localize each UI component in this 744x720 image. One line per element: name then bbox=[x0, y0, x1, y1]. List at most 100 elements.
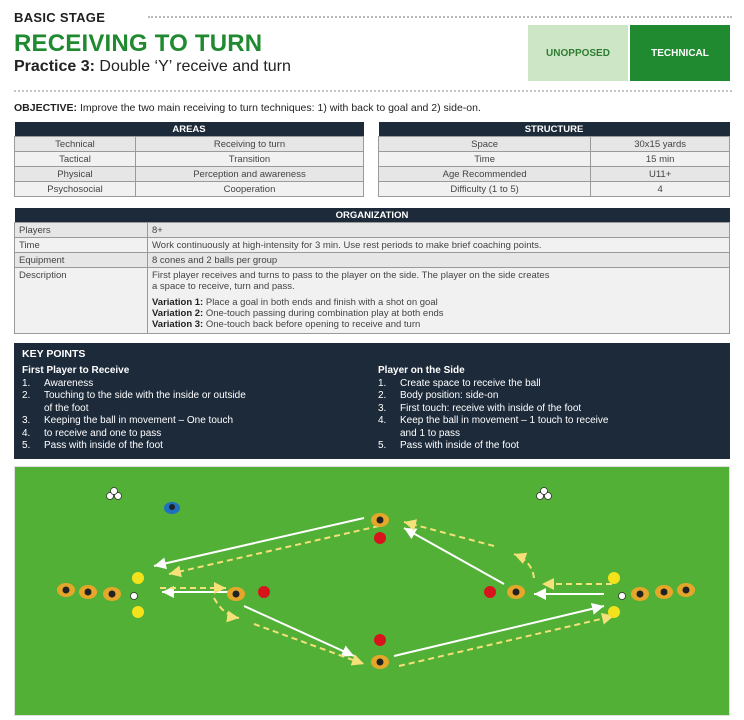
list-number: 3. bbox=[378, 402, 387, 414]
player-icon bbox=[57, 583, 75, 597]
areas-header: AREAS bbox=[14, 122, 364, 137]
table-cell: Age Recommended bbox=[377, 166, 592, 182]
table-cell: Transition bbox=[134, 151, 365, 167]
ball-bag-icon bbox=[106, 487, 122, 500]
players bbox=[57, 513, 695, 669]
list-item: 3. Keeping the ball in movement – One tou… bbox=[22, 415, 352, 428]
player-icon bbox=[103, 587, 121, 601]
variation-label: Variation 3: bbox=[152, 319, 204, 330]
list-text: Pass with inside of the foot bbox=[44, 440, 163, 451]
list-number: 1. bbox=[378, 377, 387, 389]
practice-name: Double ‘Y’ receive and turn bbox=[99, 58, 291, 75]
variation-label: Variation 2: bbox=[152, 308, 204, 319]
table-cell: Technical bbox=[14, 136, 136, 152]
objective-label: OBJECTIVE: bbox=[14, 102, 78, 114]
tag-technical: TECHNICAL bbox=[630, 25, 730, 81]
objective-text: Improve the two main receiving to turn t… bbox=[79, 102, 481, 114]
variation-text: Place a goal in both ends and finish wit… bbox=[205, 297, 438, 308]
run-arrows bbox=[160, 519, 615, 667]
list-item: 2.Body position: side-on bbox=[378, 390, 708, 403]
variation-line: Variation 1: Place a goal in both ends a… bbox=[152, 297, 725, 308]
table-cell: Description bbox=[14, 267, 148, 334]
table-row: Difficulty (1 to 5)4 bbox=[377, 181, 730, 197]
player-icon bbox=[631, 587, 649, 601]
key-points-right: Player on the Side 1. Create space to rec… bbox=[378, 365, 708, 453]
variation-line: Variation 2: One-touch passing during co… bbox=[152, 308, 725, 319]
list-item: 3. First touch: receive with inside of th… bbox=[378, 403, 708, 416]
variation-text: One-touch passing during combination pla… bbox=[205, 308, 444, 319]
table-cell: 30x15 yards bbox=[590, 136, 730, 152]
list-text: Touching to the side with the inside or … bbox=[44, 390, 246, 401]
player-icon bbox=[655, 585, 673, 599]
list-item: 2. Touching to the side with the inside o… bbox=[22, 390, 352, 415]
table-cell: Perception and awareness bbox=[134, 166, 365, 182]
variation-text: One-touch back before opening to receive… bbox=[205, 319, 421, 330]
list-number: 1. bbox=[22, 377, 31, 389]
table-cell: 15 min bbox=[590, 151, 730, 167]
player-icon bbox=[507, 585, 525, 599]
list-text: and 1 to pass bbox=[400, 427, 461, 439]
table-cell: Cooperation bbox=[134, 181, 365, 197]
table-cell: Players bbox=[14, 222, 148, 238]
dotted-divider bbox=[148, 16, 732, 18]
list-item: 1. Create space to receive the ball bbox=[378, 378, 708, 391]
structure-header: STRUCTURE bbox=[378, 122, 730, 137]
pitch-diagram bbox=[14, 466, 730, 716]
list-text: of the foot bbox=[44, 402, 89, 414]
list-number: 4. bbox=[22, 427, 31, 439]
list-text: Body position: side-on bbox=[400, 390, 499, 401]
key-points-heading: Player on the Side bbox=[378, 365, 465, 376]
list-number: 5. bbox=[22, 440, 31, 451]
key-points-title: KEY POINTS bbox=[22, 348, 86, 360]
table-cell: Tactical bbox=[14, 151, 136, 167]
table-cell: Difficulty (1 to 5) bbox=[377, 181, 592, 197]
objective: OBJECTIVE: Improve the two main receivin… bbox=[14, 102, 481, 114]
list-text: Awareness bbox=[44, 377, 94, 389]
coach-icon bbox=[164, 502, 180, 514]
pass-arrows bbox=[153, 517, 605, 657]
list-text: Create space to receive the ball bbox=[400, 377, 541, 389]
tag-unopposed: UNOPPOSED bbox=[528, 25, 628, 81]
dotted-divider bbox=[14, 90, 732, 92]
page-title: RECEIVING TO TURN bbox=[14, 30, 263, 57]
table-cell: 8 cones and 2 balls per group bbox=[147, 252, 730, 268]
description-cell: First player receives and turns to pass … bbox=[147, 267, 730, 334]
practice-label: Practice 3: bbox=[14, 58, 95, 75]
variation-label: Variation 1: bbox=[152, 297, 204, 308]
list-number: 5. bbox=[378, 440, 387, 451]
key-points-heading: First Player to Receive bbox=[22, 365, 130, 376]
list-item: 4. Keep the ball in movement – 1 touch to… bbox=[378, 415, 708, 440]
list-item: 1. Awareness bbox=[22, 378, 352, 391]
list-number: 3. bbox=[22, 415, 31, 426]
table-cell: U11+ bbox=[590, 166, 730, 182]
list-item: 5. Pass with inside of the foot bbox=[22, 440, 352, 453]
list-text: Keep the ball in movement – 1 touch to r… bbox=[400, 415, 609, 426]
list-text: Keeping the ball in movement – One touch bbox=[44, 415, 234, 426]
player-icon bbox=[677, 583, 695, 597]
player-icon bbox=[227, 587, 245, 601]
ball-bag-icon bbox=[536, 487, 552, 500]
description-text: a space to receive, turn and pass. bbox=[152, 281, 295, 292]
table-cell: Space bbox=[377, 136, 592, 152]
list-number: 2. bbox=[22, 390, 31, 401]
list-item: 5.Pass with inside of the foot bbox=[378, 440, 708, 453]
list-text: First touch: receive with inside of the … bbox=[400, 402, 582, 414]
table-row: Description First player receives and tu… bbox=[14, 267, 730, 334]
list-number: 4. bbox=[378, 415, 387, 426]
player-icon bbox=[371, 655, 389, 669]
table-cell: Time bbox=[14, 237, 148, 253]
stage-label: BASIC STAGE bbox=[14, 10, 106, 25]
player-icon bbox=[79, 585, 97, 599]
list-item: 4.to receive and one to pass bbox=[22, 428, 352, 441]
